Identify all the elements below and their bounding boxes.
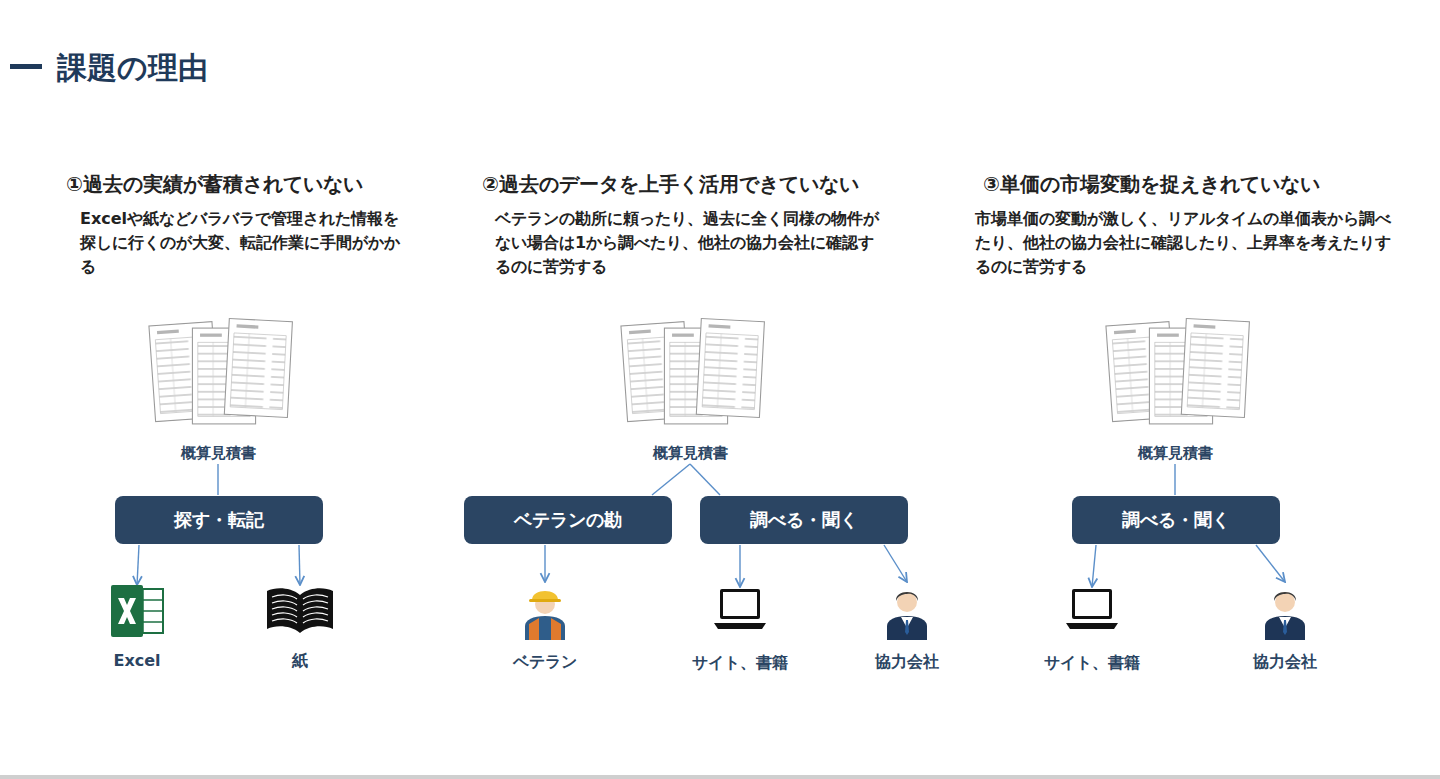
box-label: 調べる・聞く xyxy=(750,508,858,532)
icon-label: ベテラン xyxy=(513,652,577,673)
connector xyxy=(1092,545,1096,587)
icon-label: サイト、書籍 xyxy=(692,653,788,674)
connector xyxy=(299,545,300,585)
icon-suit: 協力会社 xyxy=(837,580,977,673)
connector xyxy=(217,464,218,495)
process-box: 調べる・聞く xyxy=(700,496,908,544)
process-box: 調べる・聞く xyxy=(1072,496,1280,544)
document-stack: 概算見積書 xyxy=(600,315,780,463)
connector xyxy=(690,464,720,495)
page-title: 課題の理由 xyxy=(57,48,208,89)
document-stack: 概算見積書 xyxy=(128,315,308,463)
icon-laptop: サイト、書籍 xyxy=(1022,585,1162,674)
icon-label: 概算見積書 xyxy=(181,444,256,463)
icon-label: サイト、書籍 xyxy=(1044,653,1140,674)
connector xyxy=(1256,545,1285,582)
icon-label: 概算見積書 xyxy=(653,444,728,463)
column-heading: ②過去のデータを上手く活用できていない xyxy=(482,170,922,198)
column-heading: ③単価の市場変動を捉えきれていない xyxy=(983,170,1423,198)
icon-helmet: ベテラン xyxy=(475,580,615,673)
icon-label: 紙 xyxy=(292,651,308,672)
icon-book: 紙 xyxy=(230,583,370,672)
document-stack: 概算見積書 xyxy=(1085,315,1265,463)
column-body: Excelや紙などバラバラで管理された情報を探しに行くのが大変、転記作業に手間が… xyxy=(80,207,410,279)
icon-laptop: サイト、書籍 xyxy=(670,585,810,674)
connector xyxy=(884,545,907,582)
process-box: 探す・転記 xyxy=(115,496,323,544)
box-label: ベテランの勘 xyxy=(514,508,622,532)
icon-label: 協力会社 xyxy=(875,652,939,673)
icon-label: 協力会社 xyxy=(1253,652,1317,673)
connector xyxy=(1174,464,1175,495)
column-body: 市場単価の変動が激しく、リアルタイムの単価表から調べたり、他社の協力会社に確認し… xyxy=(975,207,1395,279)
column-body: ベテランの勘所に頼ったり、過去に全く同様の物件がない場合は1から調べたり、他社の… xyxy=(495,207,890,279)
box-label: 探す・転記 xyxy=(174,508,264,532)
box-label: 調べる・聞く xyxy=(1122,508,1230,532)
bottom-rule xyxy=(0,775,1440,779)
icon-suit: 協力会社 xyxy=(1215,580,1355,673)
connector xyxy=(544,545,545,582)
column-heading: ①過去の実績が蓄積されていない xyxy=(66,170,456,198)
process-box: ベテランの勘 xyxy=(464,496,672,544)
title-bar xyxy=(10,64,42,69)
connector xyxy=(739,545,740,587)
icon-excel: Excel xyxy=(67,583,207,670)
connector xyxy=(652,464,690,495)
connector xyxy=(137,545,139,585)
icon-label: 概算見積書 xyxy=(1138,444,1213,463)
icon-label: Excel xyxy=(113,651,160,670)
